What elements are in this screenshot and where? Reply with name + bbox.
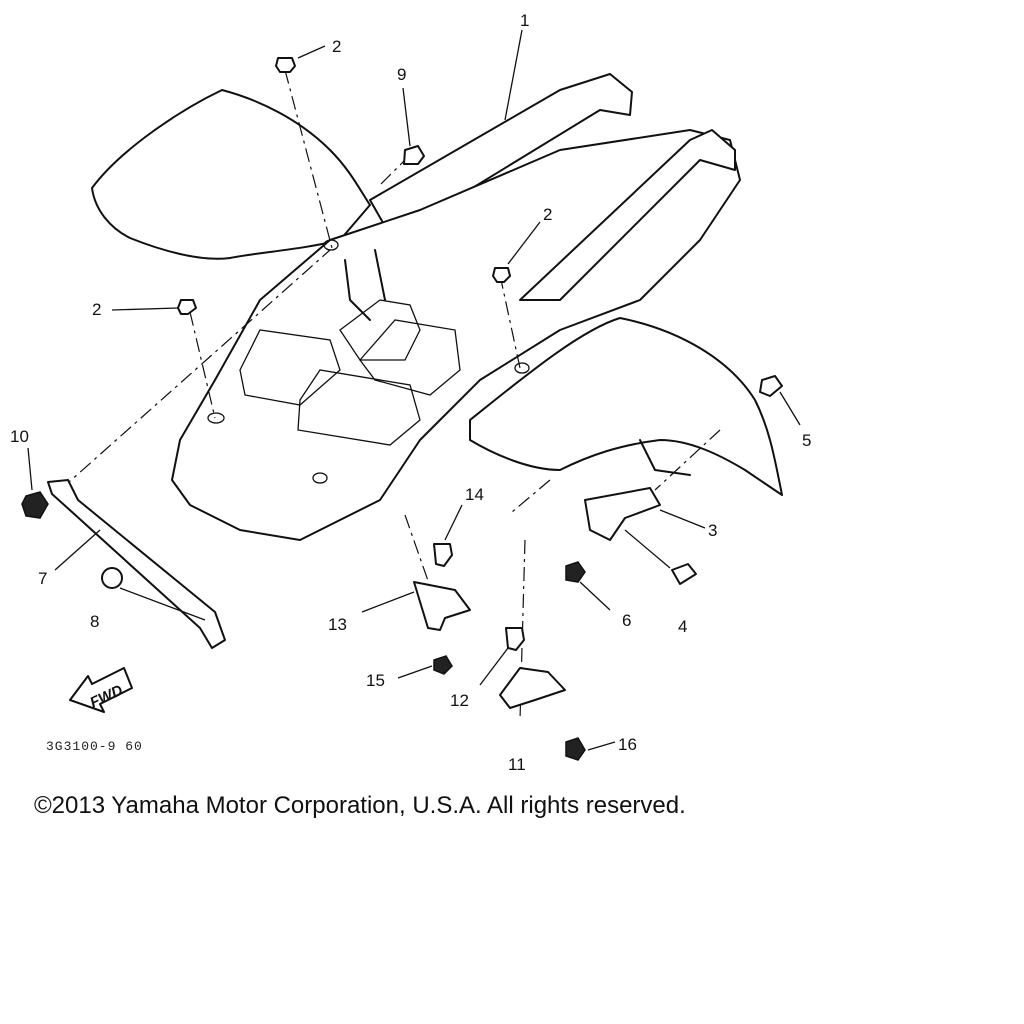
stay-part-7 [47, 479, 226, 649]
drawing-code: 3G3100-9 60 [46, 739, 143, 754]
callout-2-right: 2 [543, 205, 552, 224]
callout-12: 12 [450, 691, 469, 710]
callout-5: 5 [802, 431, 811, 450]
callout-1: 1 [520, 11, 529, 30]
callout-13: 13 [328, 615, 347, 634]
bracket-part-11 [499, 667, 566, 709]
parts-diagram: 1 2 2 2 3 4 5 6 7 8 9 10 11 12 13 14 15 … [10, 11, 811, 774]
callout-9: 9 [397, 65, 406, 84]
callout-3: 3 [708, 521, 717, 540]
callout-10: 10 [10, 427, 29, 446]
callout-6: 6 [622, 611, 631, 630]
forward-arrow-icon: FWD [69, 667, 133, 713]
callout-7: 7 [38, 569, 47, 588]
nut-part-16 [565, 737, 586, 761]
clip-part-4 [671, 563, 697, 585]
grommet-part-8 [101, 567, 123, 589]
callout-15: 15 [366, 671, 385, 690]
fwd-label: FWD [87, 682, 125, 712]
clip-part-9 [403, 145, 425, 165]
callout-8: 8 [90, 612, 99, 631]
callout-14: 14 [465, 485, 484, 504]
callout-2-top: 2 [332, 37, 341, 56]
bracket-part-13 [413, 581, 471, 631]
nut-part-6 [565, 561, 586, 583]
callout-2-left: 2 [92, 300, 101, 319]
bracket-part-3 [584, 487, 661, 541]
nut-part-15 [433, 655, 453, 675]
nut-part-10 [21, 491, 49, 519]
leader-lines [27, 29, 801, 751]
callout-4: 4 [678, 617, 687, 636]
copyright-notice: ©2013 Yamaha Motor Corporation, U.S.A. A… [34, 792, 686, 819]
callout-16: 16 [618, 735, 637, 754]
bolt-part-12 [505, 627, 525, 651]
rear-fender-part [91, 73, 783, 541]
bolt-part-14 [433, 543, 453, 567]
bolt-part-5 [759, 375, 783, 397]
callout-11: 11 [508, 755, 526, 774]
